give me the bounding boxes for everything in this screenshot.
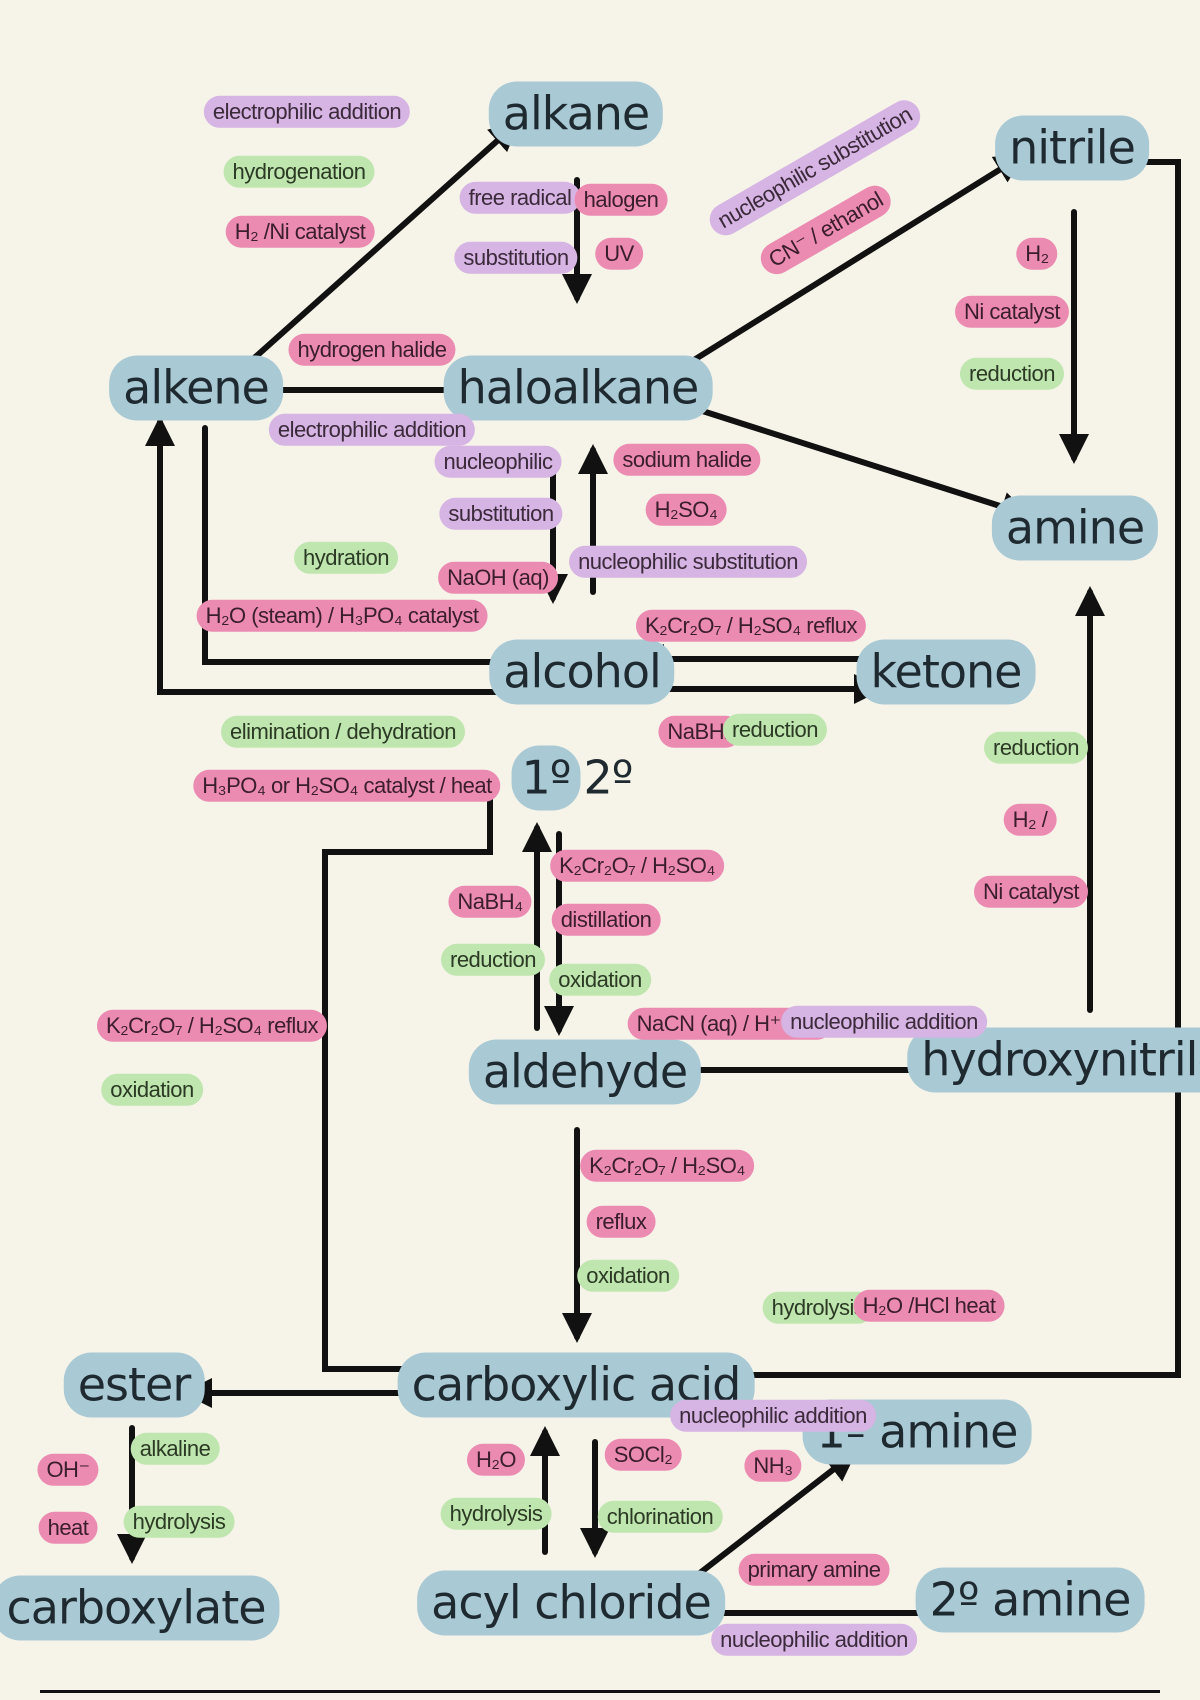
arrow-alcohol-to-alkene (145, 416, 528, 695)
condition-nucleophilic-addition: nucleophilic addition (781, 1005, 987, 1039)
node-ketone: ketone (856, 639, 1036, 705)
condition-sodium-halide: sodium halide (613, 443, 761, 477)
condition-h2: H₂ (1016, 237, 1058, 271)
arrow-haloalkane-to-amine (665, 397, 1031, 521)
condition-nucleophilic-substitution: nucleophilic substitution (569, 545, 807, 579)
node-aldehyde: aldehyde (468, 1039, 702, 1105)
condition-h3po4-h2so4-heat: H₃PO₄ or H₂SO₄ catalyst / heat (193, 769, 501, 803)
condition-chlorination: chlorination (597, 1500, 723, 1534)
arrow-nitrile-to-carboxylic-acid (694, 159, 1181, 1390)
condition-oxidation: oxidation (101, 1073, 203, 1107)
condition-h2-ni-catalyst: H₂ /Ni catalyst (225, 215, 375, 249)
condition-k2cr2o7-reflux: K₂Cr₂O₇ / H₂SO₄ reflux (96, 1009, 328, 1043)
condition-k2cr2o7-reflux: K₂Cr₂O₇ / H₂SO₄ reflux (635, 609, 867, 643)
condition-hydration: hydration (293, 541, 399, 575)
condition-h2o-steam: H₂O (steam) / H₃PO₄ catalyst (196, 599, 488, 633)
condition-k2cr2o7: K₂Cr₂O₇ / H₂SO₄ (580, 1149, 754, 1183)
condition-hydrogen-halide: hydrogen halide (288, 333, 456, 367)
node-secondary-amine: 2º amine (915, 1567, 1145, 1633)
condition-ni-catalyst: Ni catalyst (974, 875, 1088, 909)
arrow-acyl-chloride-to-primary-amine (675, 1451, 857, 1593)
condition-reflux: reflux (586, 1205, 656, 1239)
arrow-alkene-to-alcohol (202, 425, 531, 677)
condition-nucleophilic-addition: nucleophilic addition (711, 1623, 917, 1657)
condition-nucleophilic-addition: nucleophilic addition (670, 1399, 876, 1433)
condition-alkaline: alkaline (130, 1432, 220, 1466)
condition-nh3: NH₃ (744, 1449, 802, 1483)
node-ester: ester (63, 1352, 205, 1418)
condition-halogen: halogen (574, 183, 668, 217)
node-alcohol: alcohol (489, 639, 675, 705)
condition-reduction: reduction (983, 731, 1089, 765)
node-acyl-chloride: acyl chloride (417, 1570, 725, 1636)
bottom-divider (40, 1690, 1160, 1693)
condition-hydrogenation: hydrogenation (223, 155, 375, 189)
condition-oxidation: oxidation (549, 963, 651, 997)
node-secondary: 2º (583, 750, 634, 805)
condition-h2o: H₂O (466, 1443, 526, 1477)
node-haloalkane: haloalkane (443, 355, 713, 421)
arrow-alcohol-to-carboxylic-acid (322, 773, 493, 1384)
condition-reduction: reduction (722, 713, 828, 747)
condition-primary-amine: primary amine (738, 1553, 890, 1587)
node-alkene: alkene (109, 355, 283, 421)
condition-free-radical: free radical (459, 181, 581, 215)
condition-oh-minus: OH⁻ (37, 1453, 99, 1487)
node-primary: 1º (511, 745, 581, 811)
condition-reduction: reduction (959, 357, 1065, 391)
condition-substitution: substitution (454, 241, 578, 275)
condition-uv: UV (595, 237, 643, 271)
condition-electrophilic-addition: electrophilic addition (268, 413, 476, 447)
condition-distillation: distillation (551, 903, 661, 937)
condition-electrophilic-addition: electrophilic addition (203, 95, 411, 129)
arrow-haloalkane-to-nitrile (662, 153, 1026, 381)
arrow-alkene-to-alkane (249, 121, 520, 363)
condition-hydrolysis: hydrolysis (440, 1497, 552, 1531)
condition-naoh-aq: NaOH (aq) (438, 561, 558, 595)
condition-ni-catalyst: Ni catalyst (955, 295, 1069, 329)
node-alkane: alkane (488, 81, 664, 147)
condition-h2-slash: H₂ / (1003, 803, 1057, 837)
node-nitrile: nitrile (995, 115, 1149, 181)
condition-h2so4: H₂SO₄ (645, 493, 727, 527)
condition-socl2: SOCl₂ (604, 1438, 682, 1472)
node-carboxylate: carboxylate (0, 1575, 280, 1641)
condition-substitution: substitution (439, 497, 563, 531)
node-amine: amine (991, 495, 1159, 561)
condition-h2o-hcl-heat: H₂O /HCl heat (853, 1289, 1005, 1323)
condition-nabh4: NaBH₄ (448, 885, 532, 919)
condition-oxidation: oxidation (577, 1259, 679, 1293)
condition-elimination-dehydration: elimination / dehydration (221, 715, 465, 749)
condition-hydrolysis: hydrolysis (123, 1505, 235, 1539)
condition-heat: heat (38, 1511, 98, 1545)
condition-k2cr2o7: K₂Cr₂O₇ / H₂SO₄ (550, 849, 724, 883)
condition-nucleophilic: nucleophilic (434, 445, 562, 479)
node-hydroxynitrile: hydroxynitrile (907, 1027, 1200, 1093)
condition-reduction: reduction (440, 943, 546, 977)
